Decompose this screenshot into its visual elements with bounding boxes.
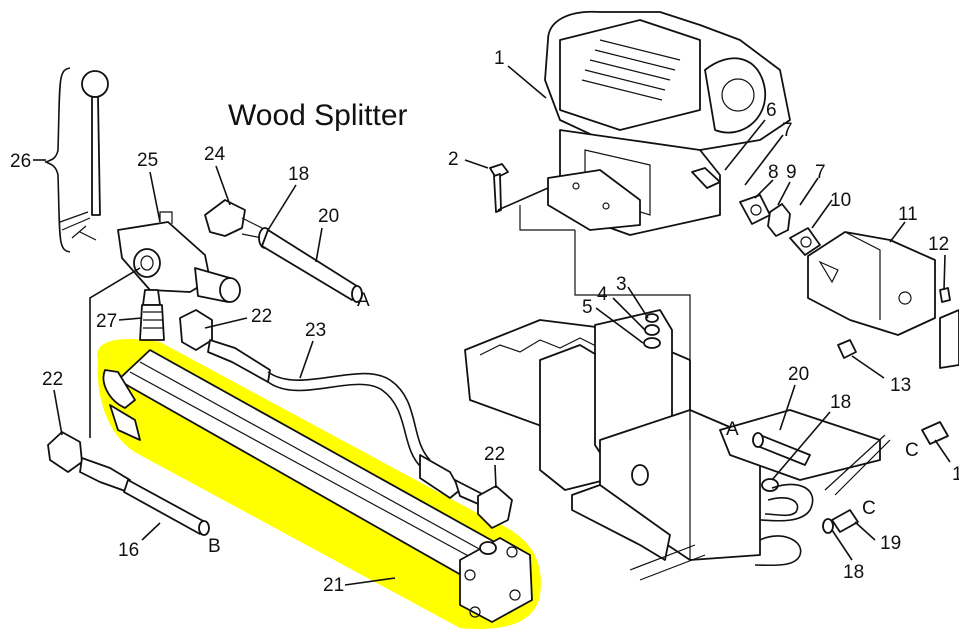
- splitter-frame: [464, 309, 891, 581]
- tube-loop: [754, 483, 814, 567]
- part-label-partial-edge: 1: [952, 464, 959, 485]
- shaft-key-6: [691, 167, 721, 189]
- elbow-22-left: [47, 431, 83, 473]
- bolt-2: [489, 163, 509, 213]
- return-line: [89, 267, 141, 438]
- hose-20-right: [752, 432, 811, 466]
- part-label-5: 5: [582, 297, 593, 318]
- pump-11: [807, 231, 936, 336]
- partial-part-right: [939, 309, 959, 369]
- part-label-7-top: 7: [782, 120, 793, 141]
- part-label-9: 9: [786, 162, 797, 183]
- hose-16: [79, 457, 210, 536]
- engine-base: [547, 169, 641, 231]
- part-label-10: 10: [830, 190, 851, 211]
- connector-label-C-right: C: [905, 440, 919, 461]
- coupling-10: [789, 227, 821, 256]
- fitting-13: [837, 339, 857, 359]
- elbow-22-top: [179, 309, 213, 351]
- bolt-3-4-5: [643, 313, 661, 349]
- diagram-title: Wood Splitter: [228, 99, 408, 132]
- part-label-16: 16: [118, 540, 139, 561]
- part-label-13: 13: [890, 375, 911, 396]
- part-label-22-right: 22: [484, 444, 505, 465]
- fitting-27: [139, 289, 165, 341]
- part-label-27: 27: [96, 311, 117, 332]
- part-label-2: 2: [448, 149, 459, 170]
- part-label-18-bottom: 18: [843, 562, 864, 583]
- hose-20-left: [261, 229, 363, 303]
- part-label-24: 24: [204, 144, 226, 165]
- part-label-12: 12: [928, 234, 949, 255]
- connector-label-A-left: A: [357, 290, 370, 311]
- hose-19: [822, 509, 859, 534]
- coupling-8: [739, 194, 771, 225]
- elbow-fitting-24: [204, 199, 263, 239]
- connector-label-A-right: A: [726, 419, 739, 440]
- bolt-leader: [497, 187, 549, 211]
- spider-9: [767, 203, 791, 237]
- leader-lines: [33, 65, 951, 586]
- part-label-6: 6: [766, 100, 777, 121]
- part-label-26: 26: [10, 151, 31, 172]
- part-label-21: 21: [323, 575, 344, 596]
- part-label-11: 11: [898, 204, 918, 225]
- connector-label-B: B: [208, 536, 221, 557]
- part-label-22-left: 22: [42, 369, 63, 390]
- part-label-8: 8: [768, 162, 779, 183]
- part-label-7: 7: [815, 162, 826, 183]
- part-label-18-top-right: 18: [830, 392, 851, 413]
- key-12: [939, 287, 951, 303]
- part-label-1: 1: [494, 48, 505, 69]
- control-valve: [117, 211, 241, 303]
- part-label-20-right: 20: [788, 364, 809, 385]
- control-handle: [44, 67, 109, 253]
- part-label-19: 19: [880, 533, 901, 554]
- part-label-18-left: 18: [288, 164, 309, 185]
- part-label-25: 25: [137, 150, 158, 171]
- part-label-20-left: 20: [318, 206, 339, 227]
- hydraulic-cylinder: [102, 349, 533, 623]
- part-label-22-top: 22: [251, 306, 272, 327]
- hose-23: [207, 339, 493, 511]
- hose-C-right: [921, 421, 949, 445]
- part-label-4: 4: [597, 284, 608, 305]
- part-label-23: 23: [305, 320, 326, 341]
- part-label-3: 3: [616, 274, 627, 295]
- clamp-18-right: [761, 478, 779, 492]
- connector-label-C: C: [862, 498, 876, 519]
